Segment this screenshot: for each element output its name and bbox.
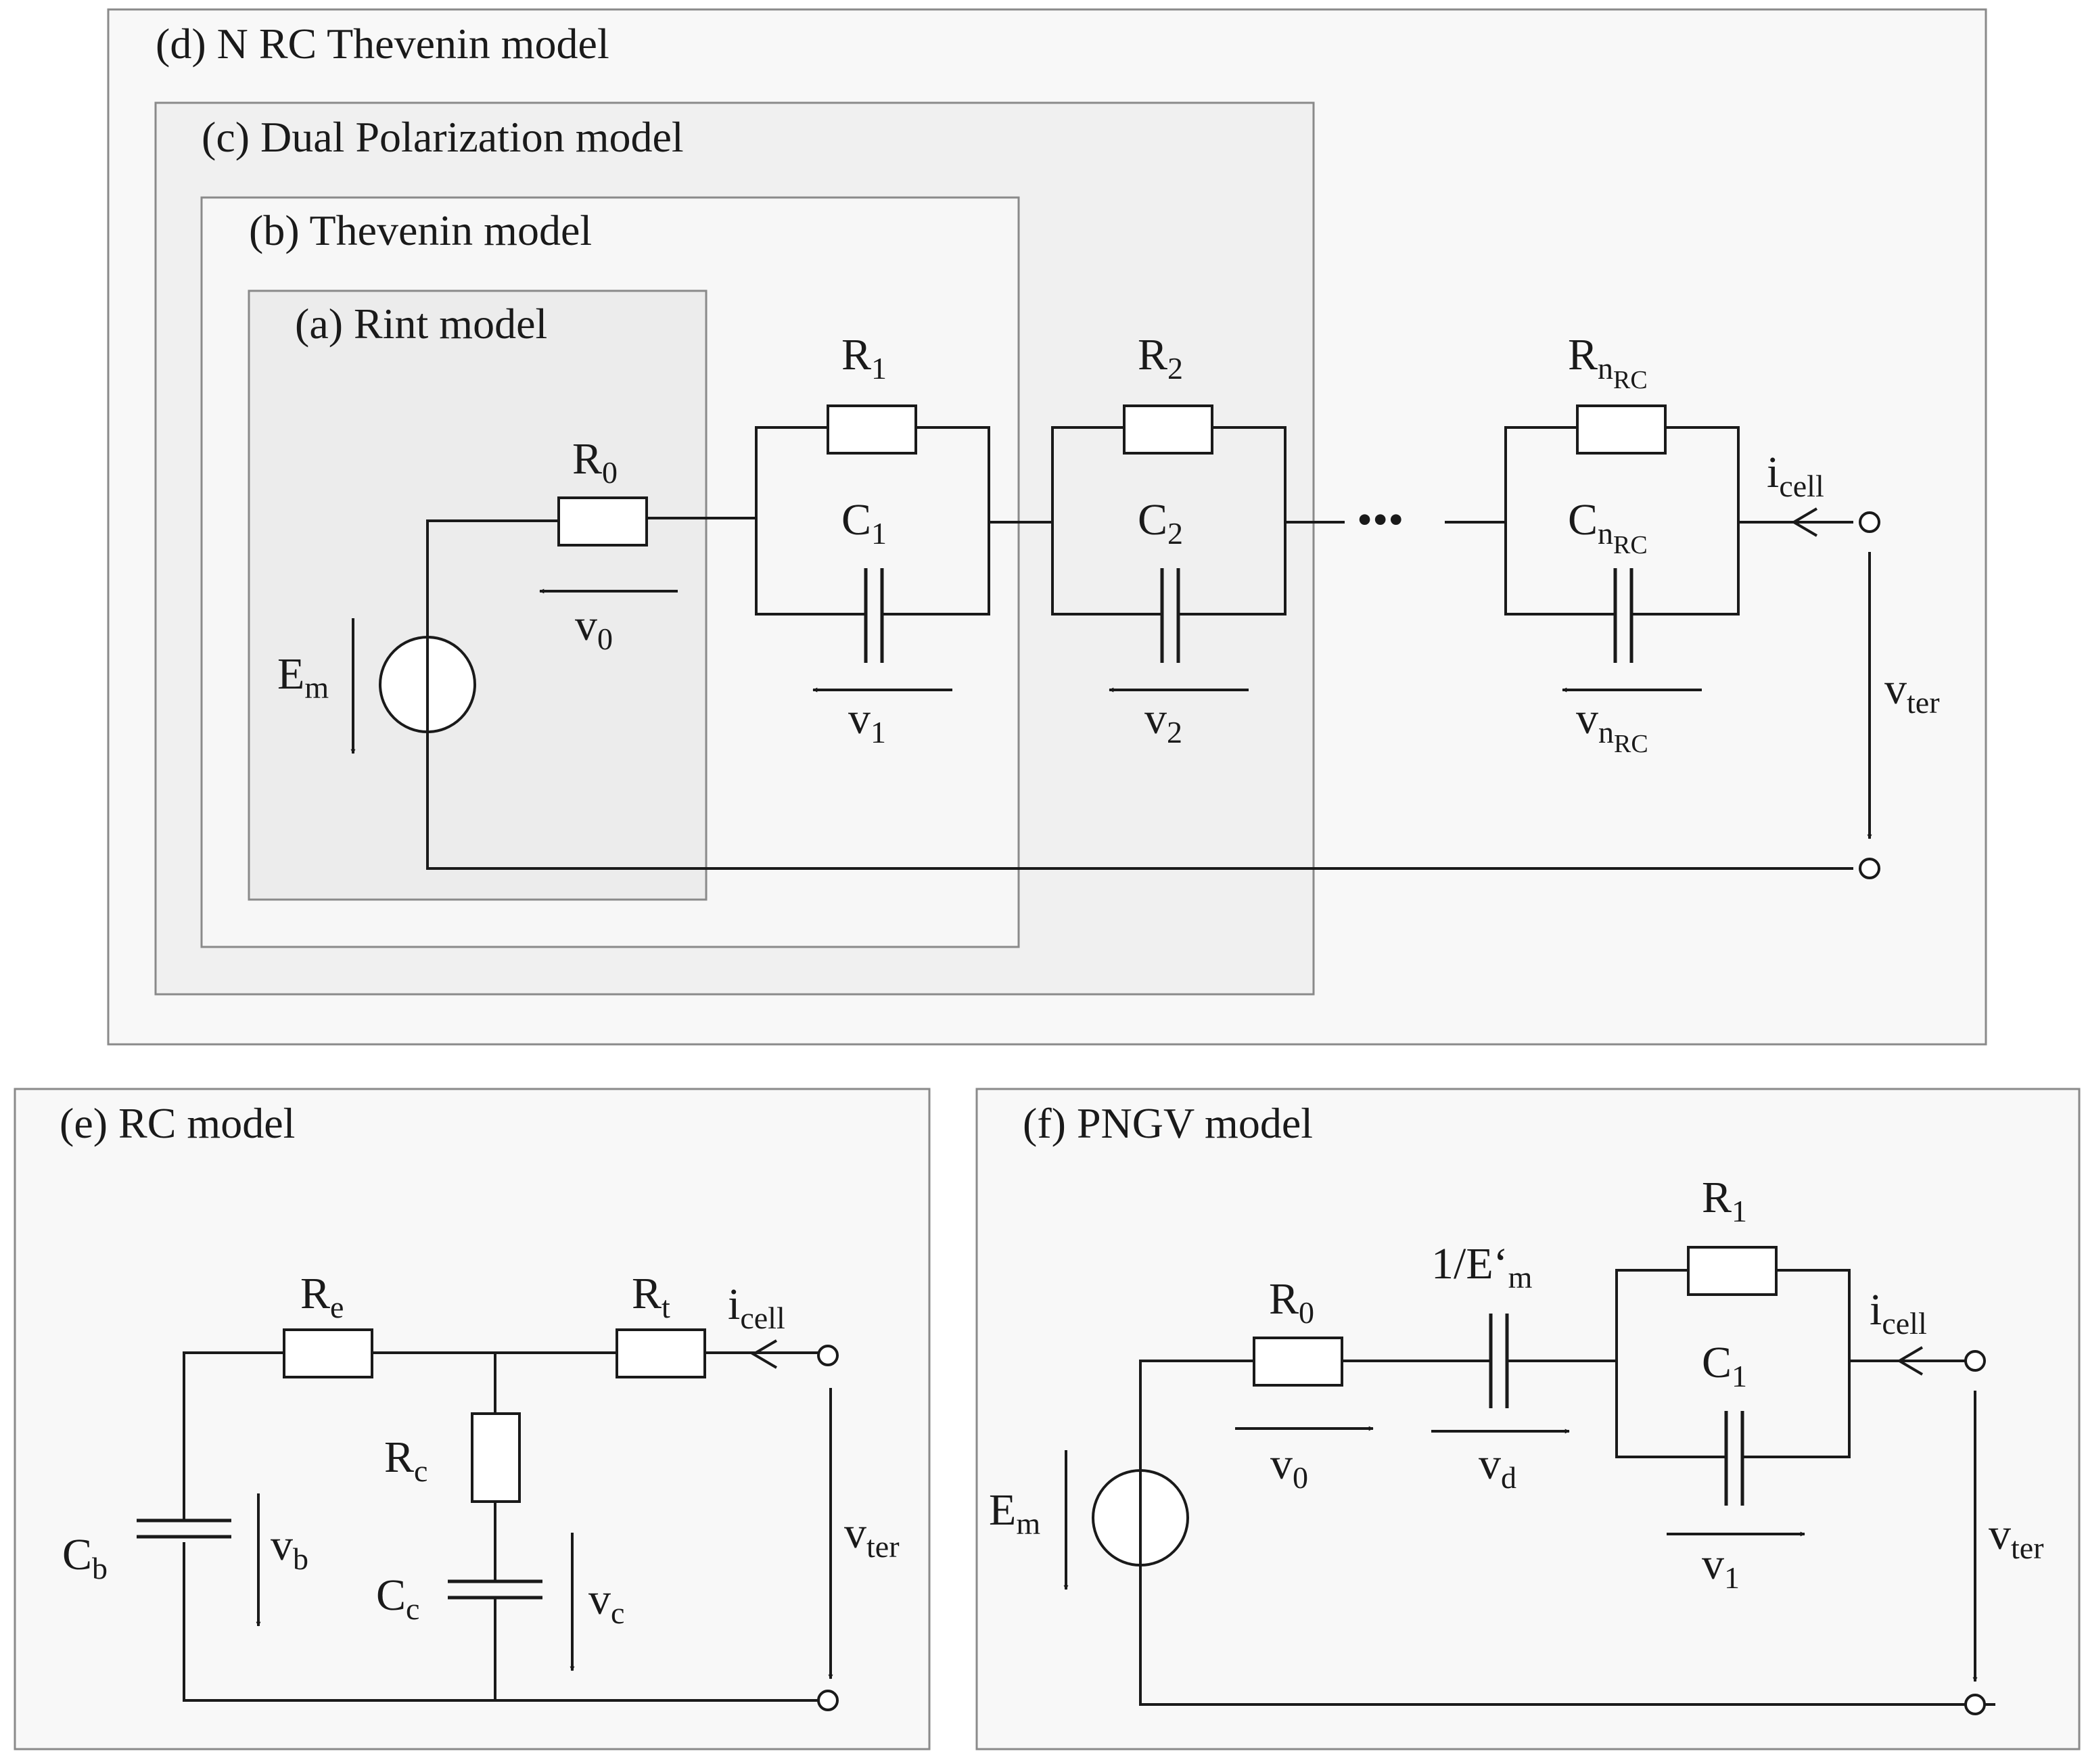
label-ellipsis: ••• xyxy=(1357,495,1404,544)
resistor-rc xyxy=(471,1412,521,1503)
arrow-rc-icell-head xyxy=(751,1339,778,1369)
label-vter: vter xyxy=(1884,664,1940,720)
arrow-pngv-icell-head xyxy=(1897,1346,1924,1376)
terminal-bottom xyxy=(1859,858,1880,879)
main-circuit: R0 R1 R2 RnRC C1 C2 CnRC v0 v1 v2 vnRC E… xyxy=(277,330,1940,879)
label-cn: CnRC xyxy=(1568,495,1648,559)
label-r1: R1 xyxy=(841,330,887,386)
frame-f xyxy=(975,1088,2081,1750)
label-vb: vb xyxy=(271,1521,308,1576)
label-r0: R0 xyxy=(572,434,618,490)
arrow-icell-head xyxy=(1791,507,1818,537)
label-pngv-vter: vter xyxy=(1989,1510,2044,1565)
label-c1: C1 xyxy=(841,495,887,551)
resistor-r1 xyxy=(827,404,917,455)
panel-title-a: (a) Rint model xyxy=(295,300,547,348)
panel-title-f: (f) PNGV model xyxy=(1023,1099,1313,1147)
label-cc: Cc xyxy=(376,1571,419,1626)
label-rn: RnRC xyxy=(1568,330,1648,394)
panel-title-e: (e) RC model xyxy=(60,1099,295,1147)
resistor-rn xyxy=(1576,404,1667,455)
resistor-r0 xyxy=(557,496,648,547)
label-rc-vter: vter xyxy=(844,1508,900,1564)
label-pngv-v1: v1 xyxy=(1702,1539,1740,1595)
label-cb: Cb xyxy=(62,1530,108,1585)
frame-a xyxy=(248,289,708,901)
label-vn: vnRC xyxy=(1576,694,1648,758)
label-pngv-v0: v0 xyxy=(1270,1439,1308,1495)
label-rc: Rc xyxy=(384,1433,427,1488)
label-rt: Rt xyxy=(632,1269,670,1324)
resistor-r2 xyxy=(1123,404,1213,455)
panel-title-d: (d) N RC Thevenin model xyxy=(156,20,609,68)
label-v0: v0 xyxy=(575,601,613,656)
label-em: Em xyxy=(277,649,329,705)
rc-terminal-bottom xyxy=(817,1690,839,1711)
rc-model-circuit: Re Rt Rc Cb Cc vb vc icell vter xyxy=(62,1269,900,1711)
rc-terminal-top xyxy=(817,1345,839,1366)
wire-pngv-bottom xyxy=(1139,1565,1967,1706)
wire-source-bottom xyxy=(426,735,1853,870)
label-v1: v1 xyxy=(848,694,886,749)
resistor-rt xyxy=(616,1328,706,1378)
label-pngv-cap: 1/E‘m xyxy=(1431,1239,1533,1295)
label-pngv-icell: icell xyxy=(1870,1285,1927,1341)
label-pngv-em: Em xyxy=(989,1485,1040,1541)
label-pngv-r1: R1 xyxy=(1702,1173,1747,1228)
pngv-resistor-r1 xyxy=(1687,1246,1778,1296)
terminal-top xyxy=(1859,511,1880,533)
label-pngv-c1: C1 xyxy=(1702,1338,1747,1393)
wire-pngv-top-left xyxy=(1139,1360,1254,1470)
label-r2: R2 xyxy=(1138,330,1183,386)
label-c2: C2 xyxy=(1138,495,1183,551)
wire-rc-top-left xyxy=(183,1351,284,1515)
label-vc: vc xyxy=(588,1575,624,1630)
label-re: Re xyxy=(300,1269,344,1324)
panel-title-c: (c) Dual Polarization model xyxy=(202,113,684,161)
panel-title-b: (b) Thevenin model xyxy=(249,206,592,254)
resistor-re xyxy=(283,1328,373,1378)
pngv-model-circuit: R0 1/E‘m R1 C1 v0 vd v1 Em icell vter xyxy=(989,1173,2044,1715)
wire-rc-bottom xyxy=(183,1542,818,1702)
label-rc-icell: icell xyxy=(728,1280,785,1335)
label-pngv-r0: R0 xyxy=(1269,1274,1314,1330)
pngv-terminal-top xyxy=(1964,1350,1986,1372)
panel-frames xyxy=(14,8,2081,1750)
label-pngv-vd: vd xyxy=(1479,1439,1516,1495)
label-icell: icell xyxy=(1767,448,1824,503)
pngv-resistor-r0 xyxy=(1253,1337,1343,1387)
pngv-terminal-bottom xyxy=(1964,1694,1986,1715)
label-v2: v2 xyxy=(1144,694,1182,749)
